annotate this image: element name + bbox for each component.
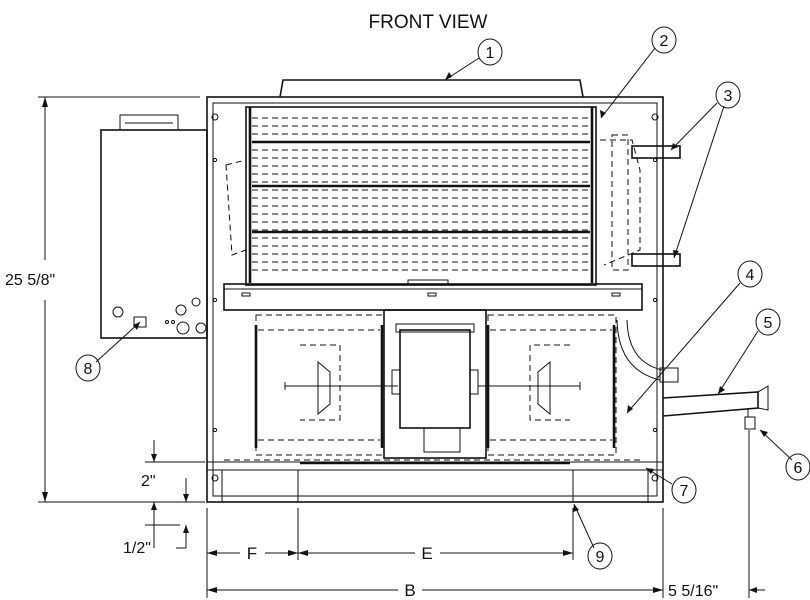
callout-number-3: 3 xyxy=(724,88,733,105)
width-f-label: F xyxy=(247,544,257,563)
callout-number-5: 5 xyxy=(764,315,773,332)
divider-panel xyxy=(223,279,643,311)
base-height-label: 2" xyxy=(141,473,156,490)
callout-5: 5 xyxy=(755,308,781,336)
callout-7: 7 xyxy=(671,476,697,504)
callout-number-7: 7 xyxy=(680,483,689,500)
callout-9: 9 xyxy=(587,542,613,570)
callout-number-6: 6 xyxy=(794,460,803,477)
callout-3: 3 xyxy=(715,81,741,109)
blower-section xyxy=(224,309,679,461)
callout-2: 2 xyxy=(651,26,677,54)
height-label: 25 5/8" xyxy=(5,272,55,289)
corner-screws xyxy=(211,113,659,482)
extension-label: 5 5/16" xyxy=(668,583,718,600)
callout-number-1: 1 xyxy=(486,45,495,62)
offset-label: 1/2" xyxy=(123,540,151,557)
width-b-label: B xyxy=(404,581,415,600)
width-e-label: E xyxy=(421,544,432,563)
width-dimensions: F E B 5 5/16" xyxy=(206,430,765,600)
callout-number-9: 9 xyxy=(596,549,605,566)
callout-leaders xyxy=(95,47,793,549)
callout-number-2: 2 xyxy=(660,33,669,50)
refrigerant-connections xyxy=(631,145,681,267)
cabinet-outline xyxy=(206,79,664,503)
height-dimension: 25 5/8" xyxy=(5,96,200,503)
drain-pan-extension xyxy=(662,385,769,430)
callout-4: 4 xyxy=(737,260,763,288)
drawing-title: FRONT VIEW xyxy=(369,12,488,33)
callout-number-8: 8 xyxy=(84,361,93,378)
callout-1: 1 xyxy=(477,38,503,66)
callout-number-4: 4 xyxy=(746,267,755,284)
coil-section xyxy=(225,106,641,286)
control-box xyxy=(100,114,208,339)
callout-8: 8 xyxy=(75,354,101,382)
callout-6: 6 xyxy=(785,453,810,481)
base-height-dimension: 2" 1/2" xyxy=(123,440,205,557)
